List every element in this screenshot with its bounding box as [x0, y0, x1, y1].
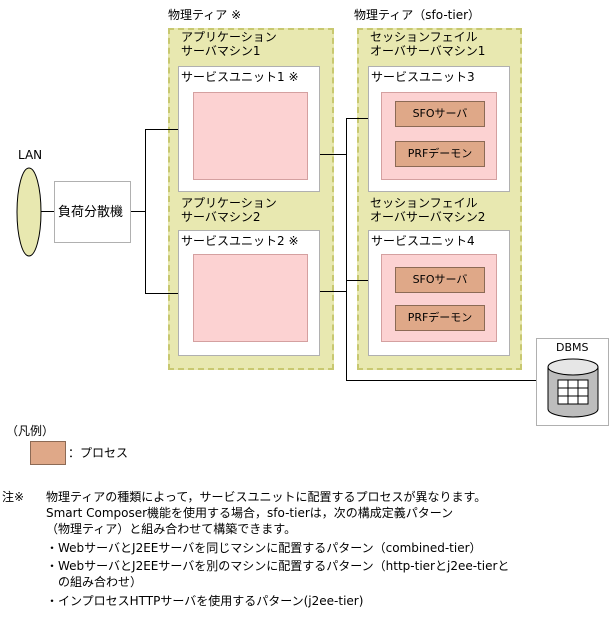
legend-title: （凡例） — [6, 424, 55, 438]
lb-to-switch-line — [131, 211, 145, 212]
sfo-machine-2-label: セッションフェイル オーバサーバマシン2 — [370, 196, 486, 224]
switch-to-dbms-line — [346, 380, 536, 381]
prf-daemon-process-1: PRFデーモン — [395, 141, 485, 167]
service-unit-2-label: サービスユニット2 ※ — [181, 234, 299, 248]
note-mark: 注※ — [2, 490, 25, 504]
note-line-4: ・WebサーバとJ2EEサーバを同じマシンに配置するパターン（combined-… — [46, 541, 482, 555]
lan-label: LAN — [18, 148, 43, 162]
sfo-switch-vertical — [346, 118, 347, 380]
dbms-label: DBMS — [556, 341, 589, 354]
app-machine-1-label: アプリケーション サーバマシン1 — [181, 30, 277, 58]
switch-to-unit-4-line — [346, 280, 368, 281]
service-unit-1-process-area — [193, 92, 308, 180]
note-line-1: 物理ティアの種類によって，サービスユニットに配置するプロセスが異なります。 — [46, 490, 487, 504]
lan-icon — [16, 167, 42, 257]
service-unit-3-label: サービスユニット3 — [371, 70, 475, 84]
database-icon — [547, 358, 599, 418]
switch-to-unit-2-line — [145, 293, 178, 294]
prf-daemon-process-2: PRFデーモン — [395, 305, 485, 331]
note-line-3: （物理ティア）と組み合わせて構築できます。 — [46, 522, 297, 536]
unit-1-to-sfo-switch-line — [320, 154, 346, 155]
load-balancer — [54, 181, 131, 243]
sfo-server-process-2: SFOサーバ — [395, 267, 485, 293]
note-line-6: の組み合わせ） — [46, 575, 143, 589]
service-unit-1-label: サービスユニット1 ※ — [181, 70, 299, 84]
sfo-server-process-1: SFOサーバ — [395, 101, 485, 127]
lb-switch-vertical — [145, 129, 146, 293]
note-line-5: ・WebサーバとJ2EEサーバを別のマシンに配置するパターン（http-tier… — [46, 559, 510, 573]
sfo-machine-1-label: セッションフェイル オーバサーバマシン1 — [370, 30, 486, 58]
legend-process-label: ：プロセス — [68, 446, 129, 460]
unit-2-to-sfo-switch-line — [320, 291, 346, 292]
legend-process-swatch — [30, 441, 66, 465]
switch-to-unit-1-line — [145, 129, 178, 130]
service-unit-4-label: サービスユニット4 — [371, 234, 475, 248]
note-line-2: Smart Composer機能を使用する場合，sfo-tierは，次の構成定義… — [46, 506, 454, 520]
app-machine-2-label: アプリケーション サーバマシン2 — [181, 196, 277, 224]
switch-to-unit-3-line — [346, 118, 368, 119]
load-balancer-label: 負荷分散機 — [58, 205, 124, 220]
note-line-7: ・インプロセスHTTPサーバを使用するパターン(j2ee-tier) — [46, 594, 364, 608]
tier-app-label: 物理ティア ※ — [168, 8, 242, 22]
tier-sfo-label: 物理ティア（sfo-tier） — [354, 8, 481, 22]
service-unit-2-process-area — [193, 254, 308, 342]
lan-to-lb-line — [41, 211, 54, 212]
